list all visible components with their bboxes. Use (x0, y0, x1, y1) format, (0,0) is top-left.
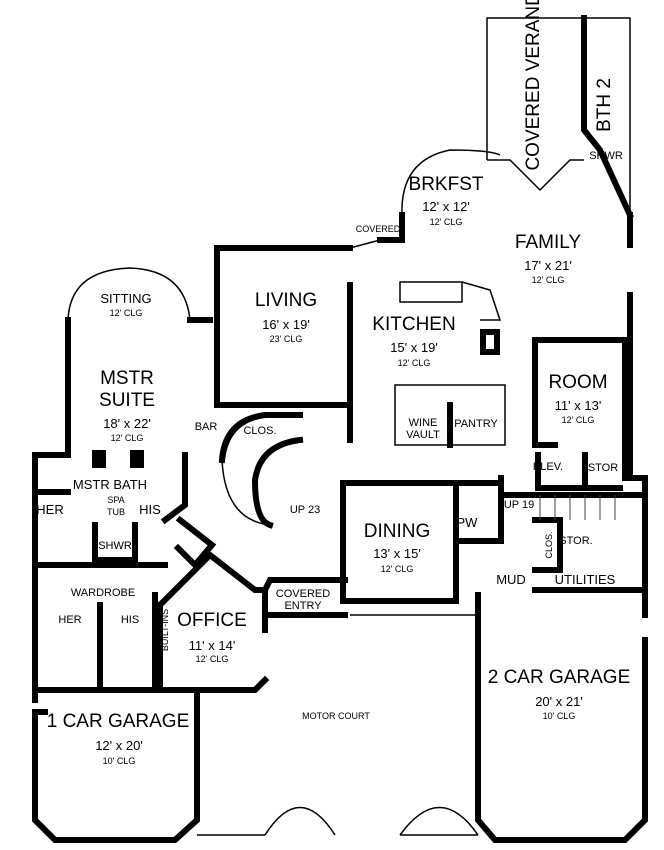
breakfast-ceiling: 12' CLG (430, 217, 463, 227)
utilities-label: UTILITIES (555, 572, 616, 587)
motor-court-label: MOTOR COURT (302, 711, 370, 721)
dining-label: DINING (364, 521, 431, 542)
family-size: 17' x 21' (524, 258, 572, 273)
master-suite-label-2: SUITE (99, 390, 155, 411)
covered-entry-label-1: COVERED (276, 588, 330, 600)
master-suite-size: 18' x 22' (103, 416, 151, 431)
wine-vault-label-2: VAULT (406, 429, 440, 441)
family-label: FAMILY (515, 232, 581, 253)
wine-vault-label-1: WINE (409, 417, 438, 429)
pantry-label: PANTRY (454, 418, 498, 430)
room-size: 11' x 13' (555, 398, 602, 413)
bar-label: BAR (195, 421, 218, 433)
room-labels: COVERED VERANDA BTH 2 SHWR BRKFST 12' x … (36, 0, 630, 766)
office-label: OFFICE (177, 610, 247, 631)
master-suite-label-1: MSTR (100, 368, 154, 389)
powder-label: PW (457, 515, 479, 530)
rear-closet-label: CLOS. (544, 531, 554, 558)
rear-storage-label: STOR. (559, 535, 592, 547)
kitchen-size: 15' x 19' (390, 340, 438, 355)
kitchen-label: KITCHEN (372, 314, 455, 335)
rear-stair-label: UP 19 (504, 499, 534, 511)
master-suite-ceiling: 12' CLG (111, 433, 144, 443)
bath2-label: BTH 2 (594, 78, 615, 132)
wardrobe-label: WARDROBE (71, 587, 135, 599)
main-stair-label: UP 23 (290, 504, 320, 516)
sitting-label: SITTING (100, 291, 151, 306)
covered-entry-label-2: ENTRY (284, 600, 322, 612)
closet-label: CLOS. (243, 425, 276, 437)
master-shower-label: SHWR (98, 540, 132, 552)
master-bath-label: MSTR BATH (73, 477, 147, 492)
master-bath-her-label: HER (36, 502, 63, 517)
sitting-ceiling: 12' CLG (110, 308, 143, 318)
garage2-label: 2 CAR GARAGE (488, 667, 631, 688)
garage2-size: 20' x 21' (535, 694, 583, 709)
room-ceiling: 12' CLG (562, 415, 595, 425)
breakfast-size: 12' x 12' (422, 199, 470, 214)
office-ceiling: 12' CLG (196, 654, 229, 664)
bath2-shower-label: SHWR (589, 150, 623, 162)
breakfast-label: BRKFST (409, 174, 484, 195)
wardrobe-his-label: HIS (121, 614, 139, 626)
living-label: LIVING (255, 290, 317, 311)
dining-size: 13' x 15' (373, 546, 421, 561)
elevator-label: ELEV. (533, 461, 563, 473)
builtins-label: BUILT-INS (160, 609, 170, 651)
garage2-ceiling: 10' CLG (543, 711, 576, 721)
family-ceiling: 12' CLG (532, 275, 565, 285)
wardrobe-her-label: HER (58, 614, 81, 626)
dining-ceiling: 12' CLG (381, 564, 414, 574)
garage1-size: 12' x 20' (95, 738, 143, 753)
covered-label: COVERED (356, 224, 401, 234)
spa-tub-label-2: TUB (107, 507, 125, 517)
office-size: 11' x 14' (189, 638, 236, 653)
master-bath-his-label: HIS (139, 502, 161, 517)
room-label: ROOM (548, 372, 607, 393)
spa-tub-label-1: SPA (107, 495, 124, 505)
garage1-label: 1 CAR GARAGE (47, 711, 190, 732)
living-size: 16' x 19' (262, 317, 310, 332)
garage1-ceiling: 10' CLG (103, 756, 136, 766)
veranda-label: COVERED VERANDA (523, 0, 544, 171)
kitchen-ceiling: 12' CLG (398, 358, 431, 368)
walls (32, 15, 648, 843)
mud-label: MUD (496, 572, 526, 587)
living-ceiling: 23' CLG (270, 334, 303, 344)
storage-label: STOR (588, 462, 618, 474)
